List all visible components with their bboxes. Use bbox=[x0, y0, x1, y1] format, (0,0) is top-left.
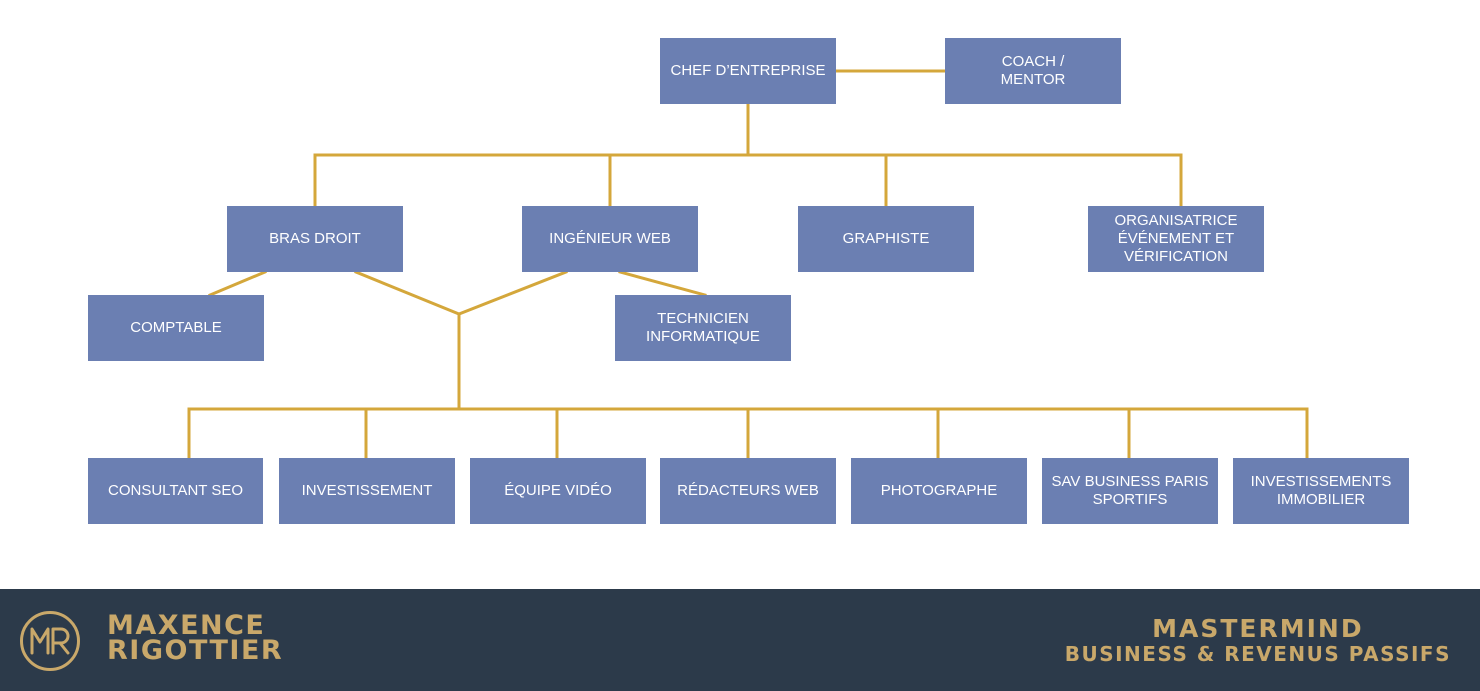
node-redacteurs-web: RÉDACTEURS WEB bbox=[660, 458, 836, 524]
node-coach-mentor: COACH / MENTOR bbox=[945, 38, 1121, 104]
node-comptable: COMPTABLE bbox=[88, 295, 264, 361]
node-technicien-informatique: TECHNICIEN INFORMATIQUE bbox=[615, 295, 791, 361]
event-title-main: MASTERMIND bbox=[1152, 614, 1364, 643]
brand-first-name: MAXENCE bbox=[107, 610, 266, 641]
brand-name: MAXENCE RIGOTTIER bbox=[107, 610, 284, 666]
node-investissements-immobilier: INVESTISSEMENTS IMMOBILIER bbox=[1233, 458, 1409, 524]
mr-monogram-logo-icon bbox=[20, 611, 80, 671]
footer-banner: MAXENCE RIGOTTIER MASTERMIND BUSINESS & … bbox=[0, 589, 1480, 691]
connector-comptable bbox=[208, 270, 267, 297]
event-title-sub: BUSINESS & REVENUS PASSIFS bbox=[1064, 642, 1451, 666]
node-sav-business: SAV BUSINESS PARIS SPORTIFS bbox=[1042, 458, 1218, 524]
node-chef-entreprise: CHEF D’ENTREPRISE bbox=[660, 38, 836, 104]
node-equipe-video: ÉQUIPE VIDÉO bbox=[470, 458, 646, 524]
org-chart: CHEF D’ENTREPRISE COACH / MENTOR BRAS DR… bbox=[88, 38, 1409, 524]
node-ingenieur-web: INGÉNIEUR WEB bbox=[522, 206, 698, 272]
node-consultant-seo: CONSULTANT SEO bbox=[88, 458, 263, 524]
connector-lines bbox=[187, 69, 1309, 459]
node-investissement: INVESTISSEMENT bbox=[279, 458, 455, 524]
node-photographe: PHOTOGRAPHE bbox=[851, 458, 1027, 524]
brand-last-name: RIGOTTIER bbox=[107, 635, 284, 666]
node-organisatrice: ORGANISATRICE ÉVÉNEMENT ET VÉRIFICATION bbox=[1088, 206, 1264, 272]
connector-technicien bbox=[618, 270, 707, 297]
node-graphiste: GRAPHISTE bbox=[798, 206, 974, 272]
node-bras-droit: BRAS DROIT bbox=[227, 206, 403, 272]
connector-merge bbox=[354, 270, 568, 316]
event-title: MASTERMIND BUSINESS & REVENUS PASSIFS bbox=[1065, 615, 1451, 666]
